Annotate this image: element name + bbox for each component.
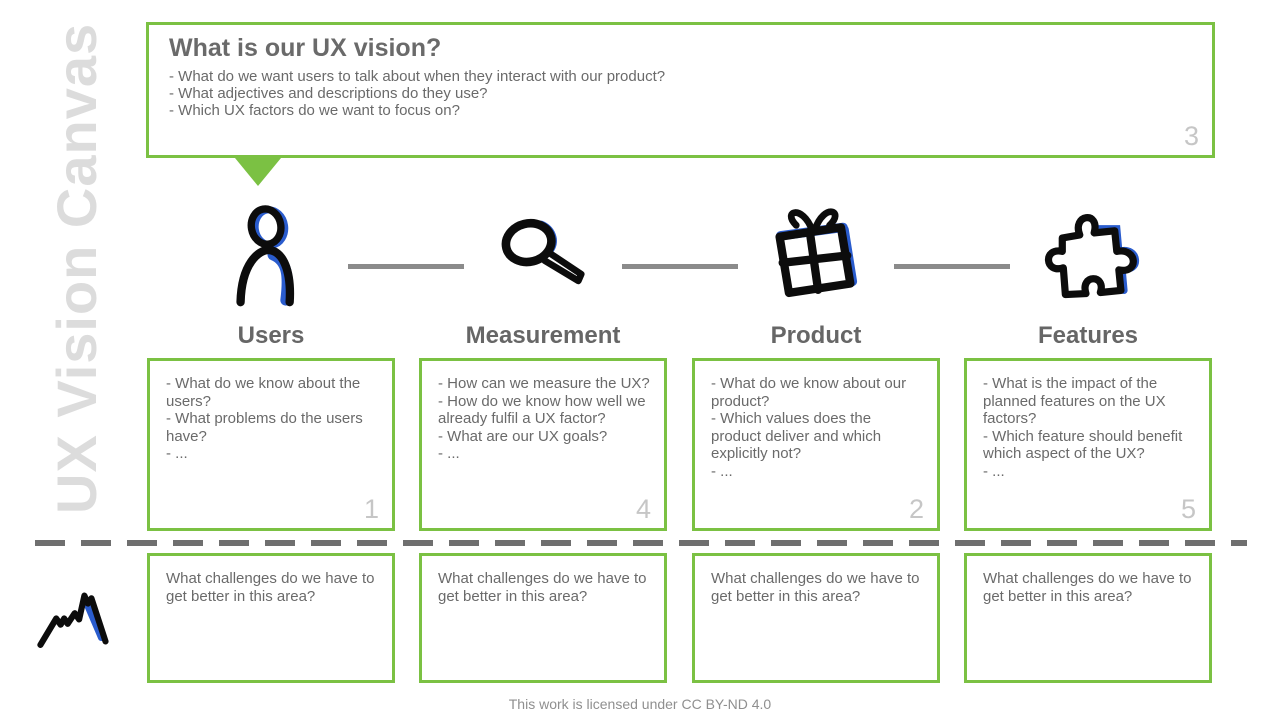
question-line: - What are our UX goals? <box>438 427 608 445</box>
vision-bullet: - What adjectives and descriptions do th… <box>169 85 488 102</box>
down-arrow-pointer <box>235 158 281 186</box>
question-line: - What is the impact of the planned feat… <box>983 375 1166 427</box>
canvas-title-watermark: UX Vision Canvas <box>45 22 108 514</box>
product-challenge-box: What challenges do we have to get better… <box>692 553 940 683</box>
question-line: - How can we measure the UX? <box>438 375 650 392</box>
vision-bullet: - Which UX factors do we want to focus o… <box>169 102 460 119</box>
product-box-number: 2 <box>908 494 924 524</box>
question-text: - What is the impact of the planned feat… <box>983 375 1195 480</box>
puzzle-icon <box>964 200 1212 312</box>
vision-box-number: 3 <box>1183 121 1199 151</box>
column-label-features: Features <box>1037 322 1139 349</box>
vision-box-bullets: - What do we want users to talk about wh… <box>169 68 1212 119</box>
vision-box-title: What is our UX vision? <box>169 34 442 62</box>
question-line: - What do we know about our product? <box>711 375 907 410</box>
mountain-icon <box>36 576 124 654</box>
question-line: - ... <box>711 462 733 480</box>
vision-box: What is our UX vision? - What do we want… <box>146 22 1215 158</box>
question-line: - What do we know about the users? <box>166 375 361 410</box>
measurement-challenge-box: What challenges do we have to get better… <box>419 553 667 683</box>
question-line: - How do we know how well we already ful… <box>438 392 646 428</box>
question-text: - What do we know about our product? - W… <box>711 375 923 480</box>
question-line: - ... <box>438 445 460 462</box>
features-questions-box: - What is the impact of the planned feat… <box>964 358 1212 531</box>
users-box-number: 1 <box>363 494 379 524</box>
product-questions-box: - What do we know about our product? - W… <box>692 358 940 531</box>
challenge-text: What challenges do we have to get better… <box>983 570 1192 605</box>
question-line: - Which feature should benefit which asp… <box>983 427 1183 463</box>
question-text: - How can we measure the UX? - How do we… <box>438 375 650 463</box>
question-line: - ... <box>983 462 1005 480</box>
vision-bullet: - What do we want users to talk about wh… <box>169 68 666 85</box>
challenge-text: What challenges do we have to get better… <box>711 570 920 605</box>
question-line: - Which values does the product deliver … <box>711 410 882 462</box>
question-line: - What problems do the users have? <box>166 410 363 445</box>
connector-line <box>348 264 464 269</box>
measurement-questions-box: - How can we measure the UX? - How do we… <box>419 358 667 531</box>
dashed-separator <box>35 540 1247 546</box>
measurement-box-number: 4 <box>635 494 651 524</box>
connector-line <box>894 264 1010 269</box>
person-icon <box>147 200 395 312</box>
features-challenge-box: What challenges do we have to get better… <box>964 553 1212 683</box>
features-box-number: 5 <box>1180 494 1196 524</box>
connector-line <box>622 264 738 269</box>
license-text: This work is licensed under CC BY-ND 4.0 <box>508 696 772 712</box>
magnifier-icon <box>419 200 667 312</box>
question-line: - ... <box>166 445 188 462</box>
challenge-text: What challenges do we have to get better… <box>438 570 647 605</box>
challenge-text: What challenges do we have to get better… <box>166 570 375 605</box>
gift-icon <box>692 200 940 312</box>
column-label-product: Product <box>770 322 862 349</box>
users-questions-box: - What do we know about the users? - Wha… <box>147 358 395 531</box>
column-label-users: Users <box>237 322 305 349</box>
users-challenge-box: What challenges do we have to get better… <box>147 553 395 683</box>
question-text: - What do we know about the users? - Wha… <box>166 375 378 463</box>
column-label-measurement: Measurement <box>465 322 621 349</box>
